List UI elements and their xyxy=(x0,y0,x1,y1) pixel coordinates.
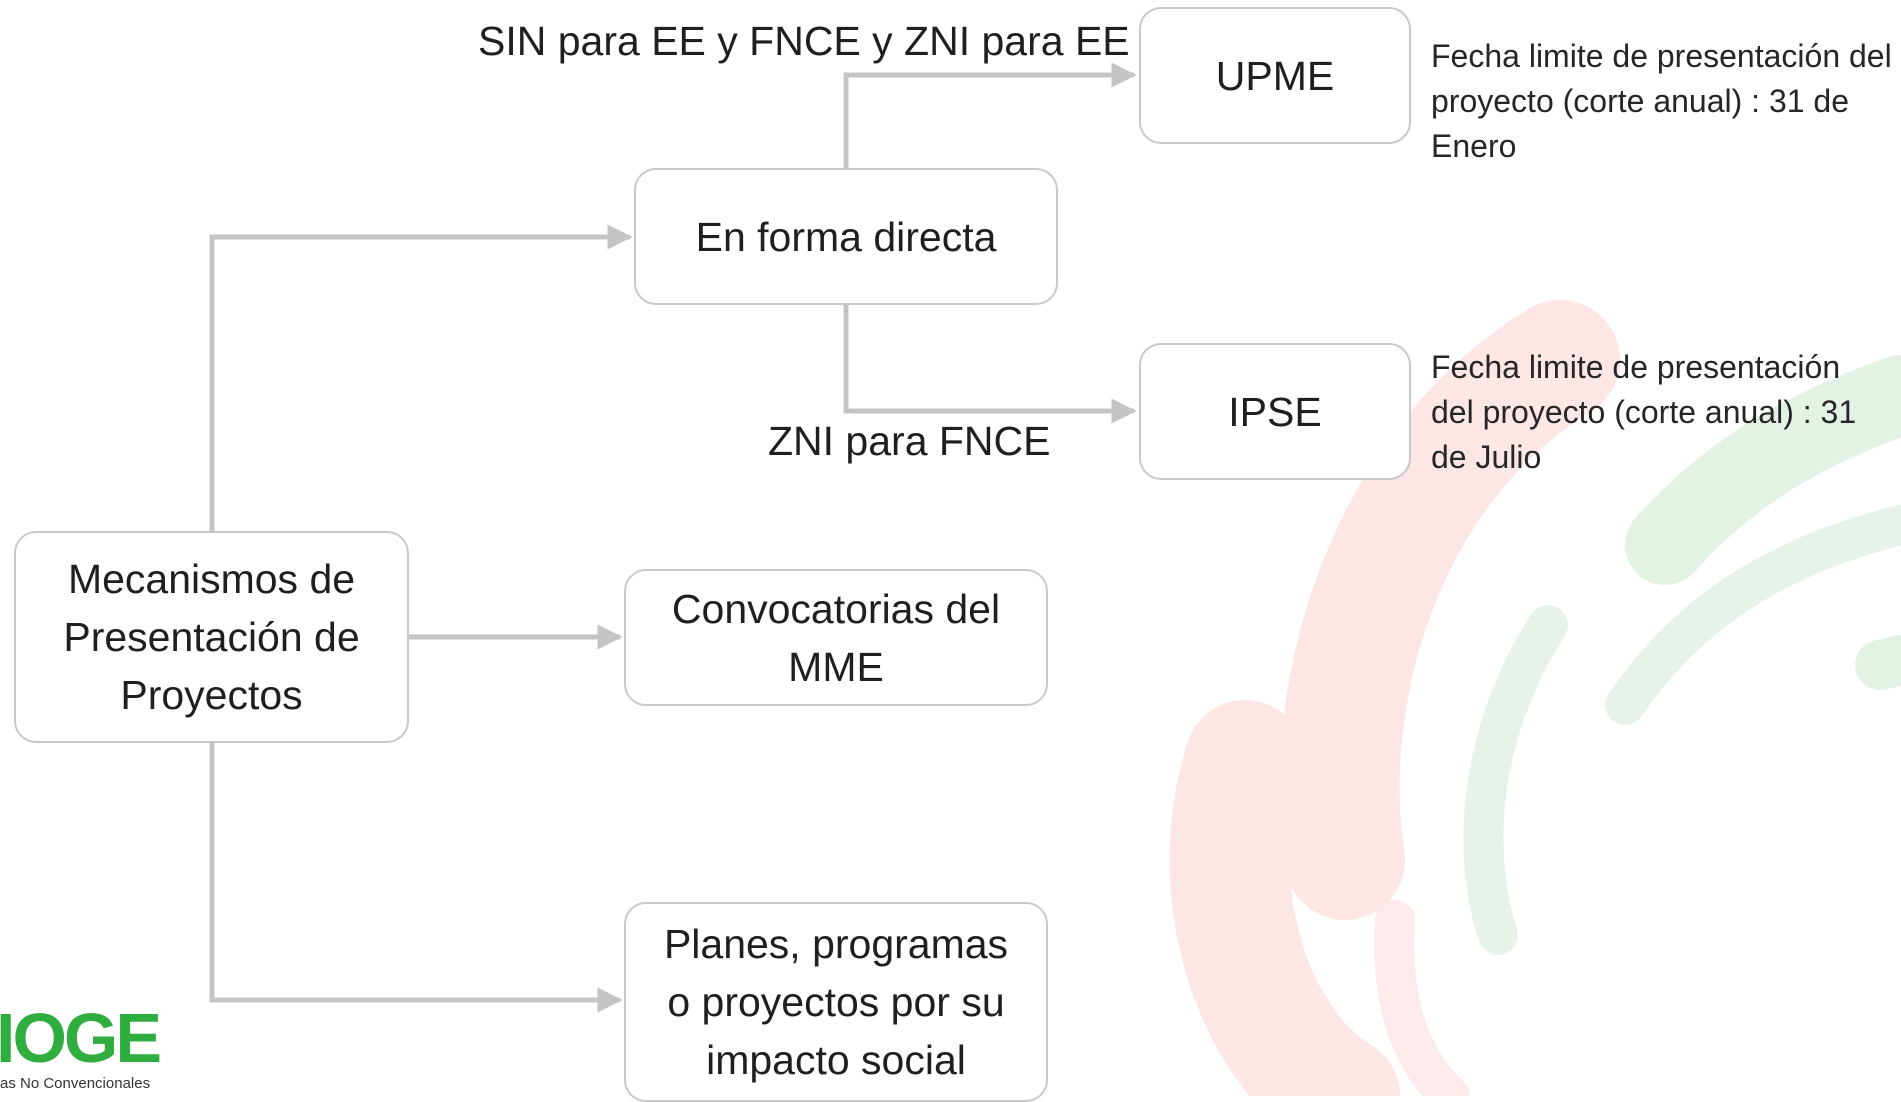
edge-root-to-planes xyxy=(209,743,623,1013)
decor-green-dot xyxy=(1855,635,1901,690)
node-root: Mecanismos de Presentación de Proyectos xyxy=(14,531,409,743)
decor-red-thin xyxy=(1374,900,1470,1096)
edge-direct-to-upme xyxy=(843,62,1137,168)
note-upme-deadline: Fecha limite de presentación del proyect… xyxy=(1431,38,1892,164)
edge-direct-to-ipse xyxy=(843,305,1137,424)
edge-root-to-direct xyxy=(209,224,633,531)
note-ipse-deadline: Fecha limite de presentación del proyect… xyxy=(1431,349,1857,475)
decor-green-arc-outer xyxy=(1625,355,1901,585)
edge-label-ipse: ZNI para FNCE xyxy=(768,418,1051,464)
node-upme-label: UPME xyxy=(1215,52,1335,99)
node-planes: Planes, programas o proyectos por su imp… xyxy=(624,902,1048,1102)
node-upme: UPME xyxy=(1139,7,1411,144)
node-convocatorias: Convocatorias del MME xyxy=(624,569,1048,706)
edge-label-upme: SIN para EE y FNCE y ZNI para EE xyxy=(478,18,1130,64)
brand-logo-text: IOGE xyxy=(0,999,162,1077)
node-planes-label: Planes, programas o proyectos por su imp… xyxy=(663,921,1009,1083)
node-ipse: IPSE xyxy=(1139,343,1411,480)
brand-logo-subtitle: as No Convencionales xyxy=(0,1075,151,1092)
decor-green-arc-middle xyxy=(1605,505,1901,725)
decor-red-band-lower xyxy=(1169,700,1400,1096)
decor-green-arc-inner xyxy=(1463,605,1568,955)
decor-red-arc-outer xyxy=(1279,300,1620,920)
node-convocatorias-label: Convocatorias del MME xyxy=(671,585,1001,690)
node-ipse-label: IPSE xyxy=(1228,388,1322,435)
node-direct: En forma directa xyxy=(634,168,1058,305)
node-root-label: Mecanismos de Presentación de Proyectos xyxy=(63,556,360,718)
node-direct-label: En forma directa xyxy=(695,213,997,260)
